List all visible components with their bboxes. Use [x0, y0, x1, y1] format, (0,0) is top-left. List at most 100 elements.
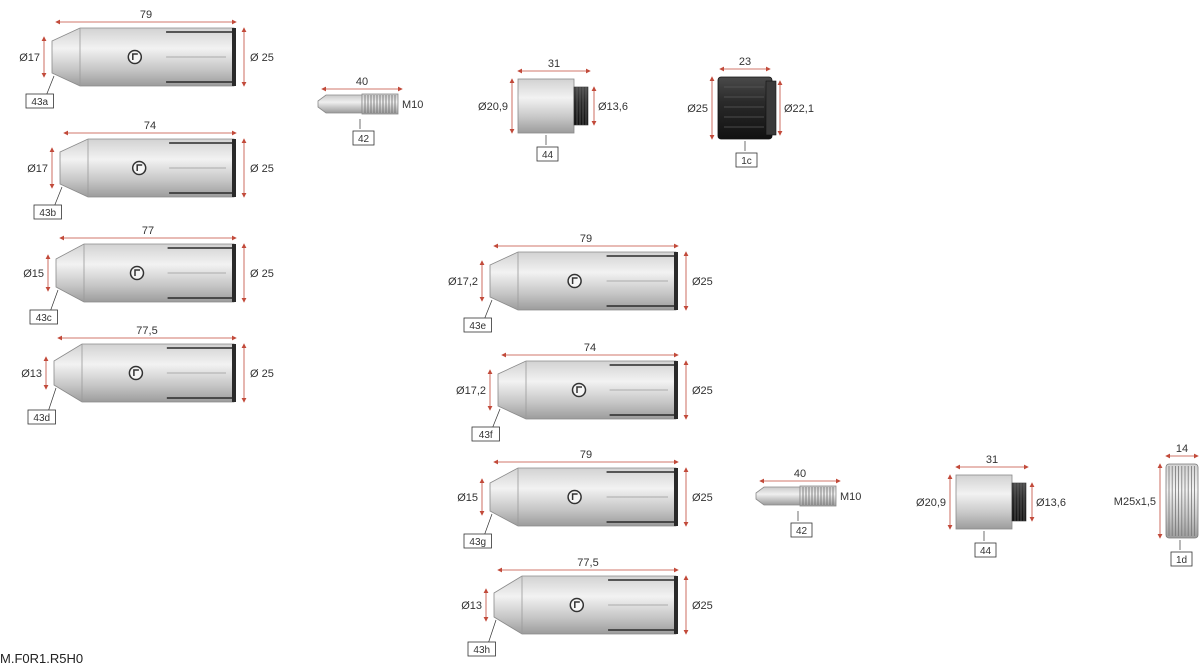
reference-box	[27, 409, 56, 425]
ring-thread-label: M25x1,5	[1114, 496, 1156, 508]
brand-logo-icon	[128, 365, 144, 381]
brand-logo-mark	[571, 493, 578, 500]
tip-diameter-label: Ø17	[27, 163, 48, 175]
brand-logo-mark	[136, 164, 143, 171]
reference-box	[352, 130, 375, 146]
drawing-code: M.F0R1.R5H0	[0, 651, 84, 666]
reference-label: 44	[980, 546, 992, 557]
brand-logo-mark	[576, 386, 582, 393]
body-diameter-label: Ø25	[692, 385, 713, 397]
reference-box	[974, 542, 997, 558]
brand-logo-icon	[569, 597, 585, 613]
reference-label: 42	[358, 134, 370, 145]
brand-logo-mark	[574, 601, 580, 608]
brand-logo-icon	[129, 265, 145, 281]
tip-diameter-label: Ø15	[23, 268, 44, 280]
adapter-body	[955, 474, 1013, 530]
reference-box	[467, 641, 496, 657]
reference-label: 42	[796, 526, 808, 537]
reference-box	[536, 146, 559, 162]
outer-diameter-label: Ø20,9	[916, 497, 946, 509]
reference-label: 43f	[479, 430, 493, 441]
length-label: 79	[140, 9, 152, 21]
tip-body	[317, 94, 363, 114]
length-label: 40	[356, 76, 368, 88]
thread-label: M10	[840, 491, 861, 503]
brand-logo-icon	[571, 382, 587, 398]
reference-label: 43a	[31, 97, 48, 108]
reference-label: 43c	[36, 313, 52, 324]
length-label: 79	[580, 449, 592, 461]
nozzle-end-ring	[232, 139, 236, 197]
reference-label: 1d	[1176, 555, 1187, 566]
reference-box	[33, 204, 62, 220]
reference-box	[735, 152, 758, 168]
length-label: 40	[794, 468, 806, 480]
tip-diameter-label: Ø17,2	[448, 276, 478, 288]
length-label: 77,5	[136, 325, 157, 337]
brand-logo-icon	[131, 160, 147, 176]
reference-box	[29, 309, 58, 325]
outer-diameter-label: Ø20,9	[478, 101, 508, 113]
ring-inner-diameter-label: Ø22,1	[784, 103, 814, 115]
brand-logo-mark	[134, 269, 140, 276]
reference-label: 43h	[473, 645, 490, 656]
nozzle-end-ring	[232, 344, 236, 402]
nozzle-end-ring	[674, 576, 678, 634]
length-label: 14	[1176, 443, 1188, 455]
brand-logo-mark	[132, 53, 138, 60]
length-label: 74	[144, 120, 156, 132]
tip-diameter-label: Ø17	[19, 52, 40, 64]
brand-logo-icon	[127, 49, 143, 65]
body-diameter-label: Ø 25	[250, 268, 274, 280]
reference-box	[463, 533, 492, 549]
reference-leader	[53, 186, 63, 208]
reference-leader	[483, 299, 493, 321]
tip-diameter-label: Ø13	[461, 600, 482, 612]
reference-box	[471, 426, 500, 442]
length-label: 77	[142, 225, 154, 237]
thread-label: M10	[402, 99, 423, 111]
nozzle-end-ring	[232, 28, 236, 86]
reference-label: 44	[542, 150, 554, 161]
body-diameter-label: Ø25	[692, 276, 713, 288]
reference-label: 43e	[469, 321, 486, 332]
body-diameter-label: Ø 25	[250, 52, 274, 64]
adapter-body	[517, 78, 575, 134]
nozzle-end-ring	[674, 361, 678, 419]
length-label: 23	[739, 56, 751, 68]
length-label: 79	[580, 233, 592, 245]
adapter-thread	[573, 86, 589, 126]
adapter-thread	[1011, 482, 1027, 522]
tip-diameter-label: Ø17,2	[456, 385, 486, 397]
reference-leader	[49, 289, 59, 313]
brand-logo-mark	[133, 369, 139, 376]
reference-label: 1c	[741, 156, 752, 167]
tip-diameter-label: Ø15	[457, 492, 478, 504]
body-diameter-label: Ø 25	[250, 368, 274, 380]
reference-box	[790, 522, 813, 538]
reference-leader	[491, 408, 501, 430]
reference-leader	[487, 619, 497, 645]
reference-leader	[47, 387, 57, 413]
reference-label: 43d	[33, 413, 50, 424]
reference-box	[463, 317, 492, 333]
ring-collar	[765, 80, 777, 136]
length-label: 77,5	[577, 557, 598, 569]
nozzle-end-ring	[674, 468, 678, 526]
body-diameter-label: Ø25	[692, 600, 713, 612]
ring-outer-diameter-label: Ø25	[687, 103, 708, 115]
inner-diameter-label: Ø13,6	[598, 101, 628, 113]
body-diameter-label: Ø25	[692, 492, 713, 504]
length-label: 31	[548, 58, 560, 70]
